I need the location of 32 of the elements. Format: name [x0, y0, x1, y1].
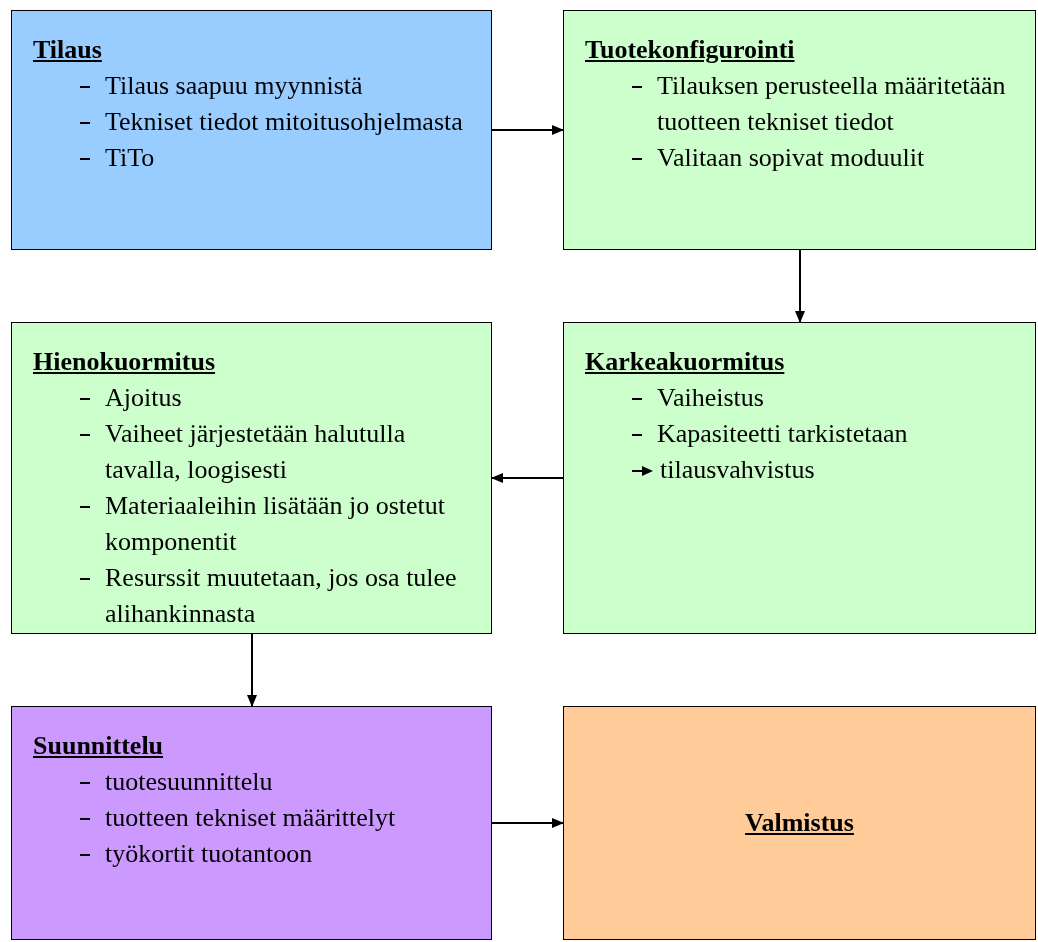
list-item: työkortit tuotantoon: [105, 838, 313, 870]
box-heading: Tuotekonfigurointi: [585, 34, 796, 66]
process-box: [563, 322, 1036, 634]
arrow: [491, 125, 564, 135]
list-item: Ajoitus: [105, 382, 182, 414]
list-item: tilausvahvistus: [660, 454, 815, 486]
box-heading: Tilaus: [33, 34, 103, 66]
list-item: tuotesuunnittelu: [105, 766, 273, 798]
list-item: Vaiheet järjestetään halutulla tavalla, loogisesti: [105, 418, 407, 486]
list-item: tuotteen tekniset määrittelyt: [105, 802, 396, 834]
list-item: Valitaan sopivat moduulit: [657, 142, 925, 174]
process-box: [11, 706, 492, 940]
box-heading: Karkeakuormitus: [585, 346, 786, 378]
list-item: Materiaaleihin lisätään jo ostetut komponentit: [105, 490, 447, 558]
process-box: [11, 10, 492, 250]
list-item: Tilaus saapuu myynnistä: [105, 70, 363, 102]
arrow: [795, 249, 805, 323]
arrow: [247, 633, 257, 707]
process-box: [11, 322, 492, 634]
list-item: Tilauksen perusteella määritetään tuotteen tekniset tiedot: [657, 70, 1007, 138]
list-item: Kapasiteetti tarkistetaan: [657, 418, 908, 450]
process-box: [563, 706, 1036, 940]
process-box: [563, 10, 1036, 250]
box-heading: Suunnittelu: [33, 730, 165, 762]
list-item: TiTo: [105, 142, 155, 174]
box-heading: Valmistus: [745, 807, 854, 839]
list-item: Resurssit muutetaan, jos osa tulee alihankinnasta: [105, 562, 458, 630]
arrow: [491, 473, 564, 483]
list-item: Tekniset tiedot mitoitusohjelmasta: [105, 106, 463, 138]
list-item: Vaiheistus: [657, 382, 764, 414]
arrow: [491, 818, 564, 828]
box-heading: Hienokuormitus: [33, 346, 217, 378]
